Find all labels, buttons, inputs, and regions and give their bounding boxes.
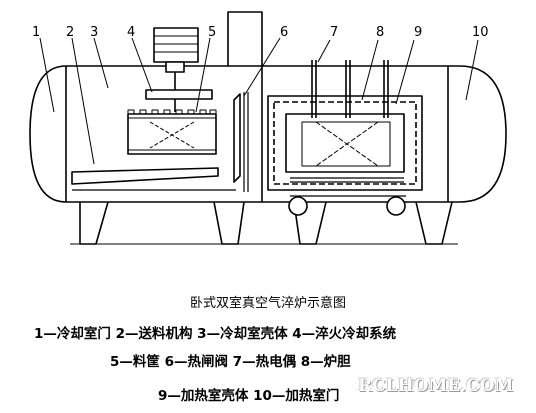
legend-line-3: 9—加热室壳体 10—加热室门 [158, 388, 340, 404]
callout-8: 8 [376, 25, 384, 40]
fan-wheel [145, 89, 213, 100]
callout-9: 9 [414, 25, 422, 40]
callout-5: 5 [208, 25, 216, 40]
cooling-basket [127, 113, 217, 155]
legend-line-1: 1—冷却室门 2—送料机构 3—冷却室壳体 4—淬火冷却系统 [34, 326, 397, 342]
callout-3: 3 [90, 25, 98, 40]
watermark: RCLHOME.COM [358, 376, 514, 396]
leg [79, 201, 109, 245]
leg [415, 201, 453, 245]
fan-motor [153, 27, 199, 63]
callout-4: 4 [127, 25, 135, 40]
roller [386, 196, 406, 216]
callout-2: 2 [66, 25, 74, 40]
callout-7: 7 [330, 25, 338, 40]
transfer-rail [71, 167, 219, 185]
callout-1: 1 [32, 25, 40, 40]
callout-10: 10 [472, 25, 489, 40]
furnace-diagram: 1 2 3 4 5 6 7 8 9 10 [29, 11, 507, 245]
leg [213, 201, 245, 245]
exhaust-stack [227, 11, 263, 66]
roller [288, 196, 308, 216]
callout-6: 6 [280, 25, 288, 40]
hot-gate-valve [233, 93, 241, 183]
vessel-outline [29, 65, 507, 203]
legend-line-2: 5—料筐 6—热闸阀 7—热电偶 8—炉胆 [110, 354, 351, 370]
figure-caption: 卧式双室真空气淬炉示意图 [189, 296, 346, 311]
